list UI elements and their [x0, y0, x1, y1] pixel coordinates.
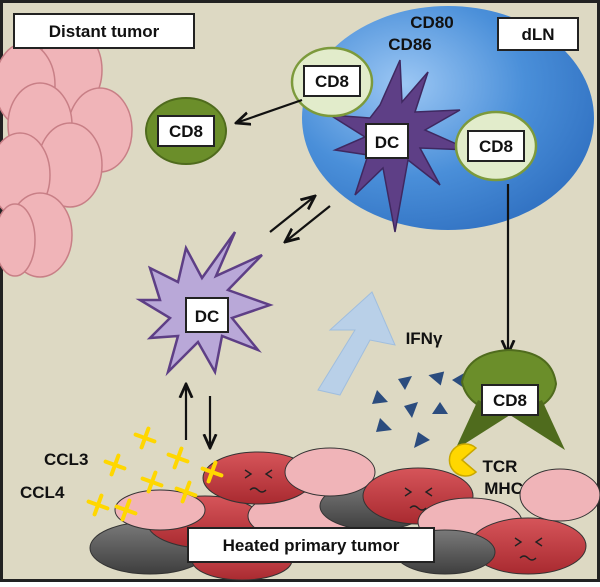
arrow-to-distant-cd8 — [236, 98, 303, 123]
dc-ln-label: DC — [375, 133, 400, 152]
ccl4-label: CCL4 — [20, 483, 65, 502]
distant-tumor-label-box — [13, 13, 195, 49]
dc-mid-box — [185, 297, 229, 333]
tcr-pacman-icon — [448, 443, 478, 477]
cd8-bottom-label: CD8 — [493, 391, 527, 410]
dc-ln-box — [365, 123, 409, 159]
cd86-label: CD86 — [388, 35, 431, 54]
dln-label-box — [497, 17, 579, 51]
heated-primary-tumor-box — [187, 527, 435, 563]
dc-mid-label: DC — [195, 307, 220, 326]
cd8-left-box — [157, 115, 215, 147]
mhci-label: MHCI — [484, 479, 527, 498]
cd8-bottom-box — [481, 384, 539, 416]
cd8-right-label: CD8 — [479, 137, 513, 156]
big-arrow — [317, 291, 396, 396]
sad-face-icon — [244, 469, 543, 561]
tcr-label: TCR — [483, 457, 518, 476]
cd8-right-box — [467, 130, 525, 162]
chemokine-cross-icon — [86, 426, 224, 522]
heated-primary-tumor-label: Heated primary tumor — [223, 536, 400, 555]
cd80-label: CD80 — [410, 13, 453, 32]
arrow-ln-to-dc — [285, 205, 331, 242]
cd8-top-label: CD8 — [315, 72, 349, 91]
cd8-left-label: CD8 — [169, 122, 203, 141]
dln-label: dLN — [521, 25, 554, 44]
ifng-label: IFNγ — [406, 329, 443, 348]
distant-tumor-label: Distant tumor — [49, 22, 160, 41]
ccl3-label: CCL3 — [44, 450, 88, 469]
arrow-dc-to-ln — [269, 196, 315, 233]
cd8-top-box — [303, 65, 361, 97]
